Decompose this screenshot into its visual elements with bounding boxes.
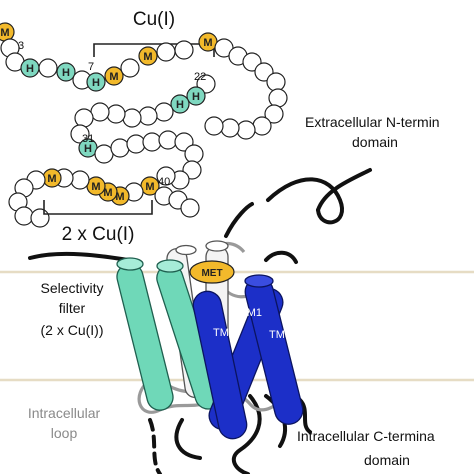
svg-text:H: H bbox=[176, 99, 184, 111]
svg-text:40: 40 bbox=[158, 176, 170, 188]
terminal-tails bbox=[28, 168, 372, 474]
n-terminal-chain bbox=[0, 22, 288, 228]
svg-text:M: M bbox=[0, 27, 9, 39]
selectivity-label-line1: Selectivity bbox=[40, 280, 103, 296]
region-labels: Extracellular N-termin domain Selectivit… bbox=[28, 114, 440, 468]
svg-text:31: 31 bbox=[82, 133, 94, 145]
svg-text:3: 3 bbox=[18, 40, 24, 52]
met-motif-badge: MET bbox=[189, 260, 235, 284]
svg-text:M: M bbox=[203, 37, 212, 49]
intracellular-c-label-line1: Intracellular C-termina bbox=[297, 428, 435, 444]
svg-text:M: M bbox=[47, 173, 56, 185]
cu-top-label: Cu(I) bbox=[133, 9, 175, 30]
selectivity-label-line3: (2 x Cu(I)) bbox=[41, 322, 104, 338]
svg-text:M: M bbox=[103, 187, 112, 199]
helix-blue bbox=[192, 274, 304, 440]
svg-text:M: M bbox=[145, 181, 154, 193]
extracellular-label-line2: domain bbox=[352, 134, 398, 150]
intracellular-loop-label-line1: Intracellular bbox=[28, 405, 101, 421]
svg-text:M: M bbox=[91, 181, 100, 193]
svg-text:M: M bbox=[109, 71, 118, 83]
tm1-label: TM1 bbox=[240, 307, 262, 319]
intracellular-c-label-line2: domain bbox=[364, 452, 410, 468]
intracellular-loop-label-line2: loop bbox=[51, 425, 78, 441]
tm2-label: TM2 bbox=[213, 327, 235, 339]
extracellular-label-line1: Extracellular N-termin bbox=[305, 114, 440, 130]
met-label: MET bbox=[201, 268, 222, 279]
svg-text:H: H bbox=[192, 91, 200, 103]
selectivity-label-line2: filter bbox=[59, 300, 86, 316]
svg-text:H: H bbox=[26, 63, 34, 75]
svg-text:M: M bbox=[115, 191, 124, 203]
helix-labels: TM1 TM2 TM3 bbox=[213, 307, 291, 341]
cu-bottom-bracket: 2 x Cu(I) bbox=[43, 200, 153, 245]
residue-letters: M H H H M M M H H H M M M M M bbox=[0, 27, 212, 203]
svg-text:H: H bbox=[62, 67, 70, 79]
cu-top-bracket: Cu(I) bbox=[93, 9, 215, 57]
residue-numbers: 3 7 22 31 40 bbox=[18, 40, 206, 188]
svg-text:H: H bbox=[92, 77, 100, 89]
svg-text:H: H bbox=[84, 143, 92, 155]
helix-teal bbox=[116, 257, 222, 411]
svg-text:7: 7 bbox=[88, 61, 94, 73]
svg-text:22: 22 bbox=[194, 71, 206, 83]
tm3-label: TM3 bbox=[269, 329, 291, 341]
cu-bottom-label: 2 x Cu(I) bbox=[62, 224, 135, 245]
svg-text:M: M bbox=[143, 51, 152, 63]
